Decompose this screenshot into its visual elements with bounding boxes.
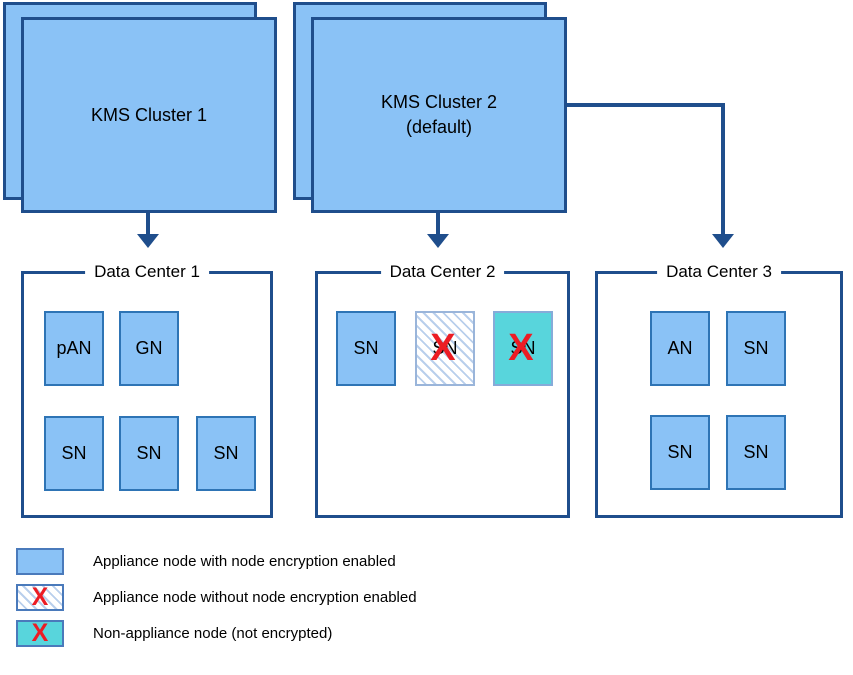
kms-cluster-1: KMS Cluster 1	[21, 17, 277, 213]
data-center-title: Data Center 3	[657, 261, 781, 283]
cluster-label: KMS Cluster 2	[380, 92, 498, 112]
node-label: SN	[743, 442, 769, 462]
node-label: SN	[353, 338, 379, 358]
data-center-title: Data Center 2	[380, 261, 505, 283]
legend-item-label: Non-appliance node (not encrypted)	[93, 625, 333, 642]
legend-swatch-appliance-encrypted	[16, 548, 64, 575]
legend-swatch-appliance-not-encrypted: X	[16, 584, 64, 611]
arrow-down-icon	[137, 234, 159, 248]
kms-cluster-2: KMS Cluster 2 (default)	[311, 17, 567, 213]
dc1-node-gn: GN	[119, 311, 179, 386]
node-label: SN	[667, 442, 693, 462]
dc3-node-an: AN	[650, 311, 710, 386]
dc3-node-sn-2: SN	[650, 415, 710, 490]
node-label: SN	[432, 338, 458, 358]
node-label: GN	[135, 338, 163, 358]
dc1-node-pan: pAN	[44, 311, 104, 386]
node-label: pAN	[56, 338, 92, 358]
x-mark-icon: X	[508, 326, 534, 369]
dc1-node-sn-3: SN	[196, 416, 256, 491]
node-label: SN	[61, 443, 87, 463]
x-mark-icon: X	[430, 326, 456, 369]
arrow-down-icon	[427, 234, 449, 248]
legend-item-appliance-not-encrypted: X Appliance node without node encryption…	[16, 584, 417, 611]
dc1-node-sn-2: SN	[119, 416, 179, 491]
dc3-node-sn-1: SN	[726, 311, 786, 386]
dc2-node-sn-1: SN	[336, 311, 396, 386]
node-label: SN	[136, 443, 162, 463]
data-center-1: Data Center 1 pAN GN SN SN SN	[21, 261, 273, 518]
dc1-node-sn-1: SN	[44, 416, 104, 491]
data-center-2: Data Center 2 SN SN X SN X	[315, 261, 570, 518]
legend-item-appliance-encrypted: Appliance node with node encryption enab…	[16, 548, 396, 575]
data-center-title: Data Center 1	[85, 261, 209, 283]
node-label: SN	[743, 338, 769, 358]
arrow-down-icon	[712, 234, 734, 248]
legend-item-label: Appliance node without node encryption e…	[93, 589, 417, 606]
cluster-sublabel: (default)	[405, 117, 473, 137]
dc2-node-sn-3-non-appliance: SN X	[493, 311, 553, 386]
node-label: AN	[667, 338, 693, 358]
node-label: SN	[213, 443, 239, 463]
legend-swatch-non-appliance: X	[16, 620, 64, 647]
arrow-cluster2-to-dc3-vline	[721, 103, 725, 236]
x-mark-icon: X	[31, 583, 49, 611]
data-center-3: Data Center 3 AN SN SN SN	[595, 261, 843, 518]
arrow-cluster2-to-dc2-line	[436, 213, 440, 236]
node-label: SN	[510, 338, 536, 358]
arrow-cluster1-to-dc1-line	[146, 213, 150, 236]
cluster-label: KMS Cluster 1	[90, 104, 208, 125]
arrow-cluster2-to-dc3-hline	[567, 103, 725, 107]
legend-item-label: Appliance node with node encryption enab…	[93, 553, 396, 570]
legend-item-non-appliance: X Non-appliance node (not encrypted)	[16, 620, 332, 647]
dc2-node-sn-2-not-encrypted: SN X	[415, 311, 475, 386]
x-mark-icon: X	[31, 619, 49, 647]
dc3-node-sn-3: SN	[726, 415, 786, 490]
